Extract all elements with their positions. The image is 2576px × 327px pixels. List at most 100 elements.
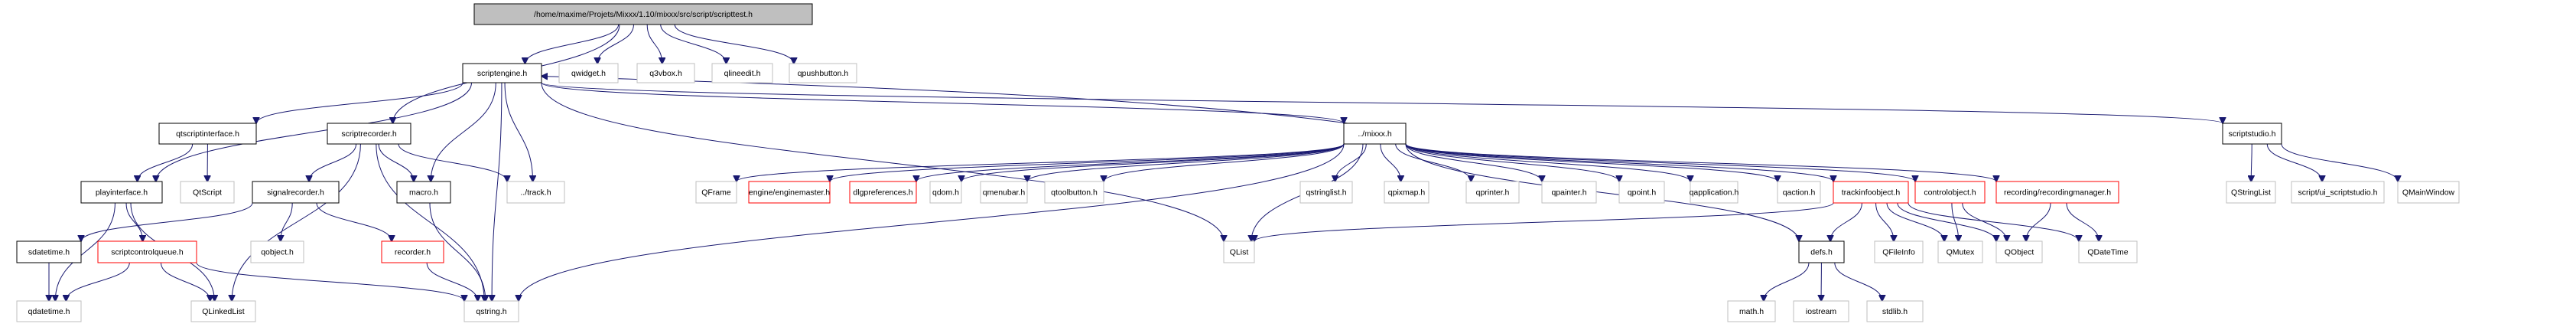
edge-defs-to-stdlib bbox=[1834, 262, 1882, 301]
edge-mixxx-to-qtoolbutton bbox=[1104, 143, 1345, 181]
node-box bbox=[1727, 300, 1776, 322]
node-label: dlgpreferences.h bbox=[853, 188, 912, 198]
node-label: engine/enginemaster.h bbox=[749, 188, 830, 198]
node-box bbox=[711, 63, 773, 83]
node-box bbox=[252, 181, 340, 204]
edge-playinterface-to-scriptcontrolqueue bbox=[125, 202, 142, 241]
graph-node-recordingmanager[interactable]: recording/recordingmanager.h bbox=[1995, 181, 2119, 204]
edge-trackinfoobject-to-qmutex bbox=[1886, 202, 1944, 241]
node-box bbox=[1044, 181, 1104, 204]
node-label: /home/maxime/Projets/Mixxx/1.10/mixxx/sr… bbox=[534, 10, 753, 19]
edge-playinterface-to-qdatetime bbox=[55, 202, 115, 301]
edge-scriptrecorder-to-track bbox=[398, 143, 507, 181]
node-label: stdlib.h bbox=[1882, 307, 1908, 316]
graph-node-playinterface[interactable]: playinterface.h bbox=[80, 181, 163, 204]
node-box bbox=[1798, 240, 1845, 263]
graph-node-recorder[interactable]: recorder.h bbox=[381, 240, 444, 263]
node-label: QMutex bbox=[1947, 248, 1976, 257]
graph-node-defs[interactable]: defs.h bbox=[1798, 240, 1845, 263]
graph-node-signalrecorder[interactable]: signalrecorder.h bbox=[252, 181, 340, 204]
node-box bbox=[849, 181, 917, 204]
node-box bbox=[1793, 300, 1849, 322]
node-label: QLinkedList bbox=[202, 307, 245, 316]
edge-mixxx-to-qpainter bbox=[1405, 143, 1542, 181]
edge-scriptengine-to-mixxx bbox=[541, 82, 1344, 123]
edge-mixxx-to-qdom bbox=[961, 143, 1345, 181]
graph-node-scriptcontrolqueue[interactable]: scriptcontrolqueue.h bbox=[97, 240, 197, 263]
node-box bbox=[2397, 181, 2460, 204]
node-label: signalrecorder.h bbox=[267, 188, 324, 198]
graph-node-dlgpreferences[interactable]: dlgpreferences.h bbox=[849, 181, 917, 204]
node-label: qlineedit.h bbox=[724, 69, 761, 78]
edge-mixxx-to-qprinter bbox=[1395, 143, 1472, 181]
graph-node-trackinfoobject[interactable]: trackinfoobject.h bbox=[1833, 181, 1909, 204]
edge-trackinfoobject-to-qdatetime bbox=[1908, 202, 2079, 241]
edge-scriptstudio-to-qmainwindow bbox=[2281, 143, 2398, 181]
graph-node-qlinkedlist: QLinkedList bbox=[190, 300, 256, 322]
edge-scripttest-to-q3vbox bbox=[646, 24, 662, 64]
node-box bbox=[463, 300, 519, 322]
node-label: qpoint.h bbox=[1628, 188, 1657, 198]
node-label: q3vbox.h bbox=[649, 69, 682, 78]
node-label: ../track.h bbox=[520, 188, 551, 198]
node-box bbox=[1618, 181, 1665, 204]
node-label: qtoolbutton.h bbox=[1051, 188, 1098, 198]
graph-node-scriptrecorder[interactable]: scriptrecorder.h bbox=[327, 123, 411, 145]
graph-node-qlineedit: qlineedit.h bbox=[711, 63, 773, 83]
node-box bbox=[80, 181, 163, 204]
node-label: qapplication.h bbox=[1690, 188, 1739, 198]
node-label: ../mixxx.h bbox=[1358, 129, 1391, 139]
graph-node-scriptstudio[interactable]: scriptstudio.h bbox=[2222, 123, 2282, 145]
edge-scriptrecorder-to-qstring bbox=[376, 143, 484, 301]
graph-node-qtscriptinterface[interactable]: qtscriptinterface.h bbox=[158, 123, 257, 145]
node-box bbox=[789, 63, 857, 83]
node-label: scriptcontrolqueue.h bbox=[111, 248, 184, 257]
graph-node-macro[interactable]: macro.h bbox=[396, 181, 451, 204]
node-box bbox=[327, 123, 411, 145]
graph-node-track: ../track.h bbox=[506, 181, 565, 204]
node-box bbox=[2078, 240, 2138, 263]
edge-mixxx-to-recordingmanager bbox=[1405, 143, 1996, 181]
edge-scriptstudio-to-ui_scriptstudio bbox=[2266, 143, 2322, 181]
node-box bbox=[1914, 181, 1986, 204]
graph-node-scripttest[interactable]: /home/maxime/Projets/Mixxx/1.10/mixxx/sr… bbox=[473, 3, 813, 25]
graph-node-scriptengine[interactable]: scriptengine.h bbox=[462, 63, 542, 83]
node-box bbox=[473, 3, 813, 25]
edge-scriptcontrolqueue-to-qdatetime bbox=[66, 262, 130, 301]
edge-scriptrecorder-to-signalrecorder bbox=[309, 143, 357, 181]
edges-layer bbox=[49, 24, 2398, 301]
edge-mixxx-to-enginemaster bbox=[830, 143, 1345, 181]
edge-scriptengine-to-scriptstudio bbox=[541, 82, 2223, 123]
graph-node-enginemaster[interactable]: engine/enginemaster.h bbox=[748, 181, 831, 204]
graph-node-stdlib: stdlib.h bbox=[1866, 300, 1924, 322]
edge-defs-to-math bbox=[1764, 262, 1810, 301]
graph-node-sdatetime[interactable]: sdatetime.h bbox=[16, 240, 82, 263]
node-box bbox=[1874, 240, 1924, 263]
node-label: controlobject.h bbox=[1924, 188, 1976, 198]
graph-node-qaction: qaction.h bbox=[1777, 181, 1821, 204]
node-box bbox=[929, 181, 962, 204]
node-label: QList bbox=[1230, 248, 1249, 257]
graph-node-qtscript: QtScript bbox=[180, 181, 235, 204]
node-box bbox=[1690, 181, 1738, 204]
edge-controlobject-to-qobject bbox=[1962, 202, 2007, 241]
node-box bbox=[980, 181, 1028, 204]
edge-scriptcontrolqueue-to-qstring bbox=[196, 262, 464, 301]
edge-scriptengine-to-qtscriptinterface bbox=[256, 82, 463, 123]
nodes-layer: /home/maxime/Projets/Mixxx/1.10/mixxx/sr… bbox=[16, 3, 2460, 322]
node-box bbox=[2222, 123, 2282, 145]
node-label: QFileInfo bbox=[1882, 248, 1915, 257]
node-box bbox=[506, 181, 565, 204]
node-label: playinterface.h bbox=[96, 188, 148, 198]
graph-node-mixxx[interactable]: ../mixxx.h bbox=[1343, 123, 1407, 145]
edge-mixxx-to-defs bbox=[1405, 143, 1799, 241]
edge-mixxx-to-trackinfoobject bbox=[1405, 143, 1833, 181]
edge-qtscriptinterface-to-playinterface bbox=[138, 143, 194, 181]
node-box bbox=[1223, 240, 1255, 263]
edge-recordingmanager-to-qobject bbox=[2026, 202, 2051, 241]
graph-node-controlobject[interactable]: controlobject.h bbox=[1914, 181, 1986, 204]
node-box bbox=[1541, 181, 1597, 204]
edge-mixxx-to-qstringlist bbox=[1335, 143, 1367, 181]
node-label: script/ui_scriptstudio.h bbox=[2298, 188, 2378, 198]
graph-node-qdom: qdom.h bbox=[929, 181, 962, 204]
